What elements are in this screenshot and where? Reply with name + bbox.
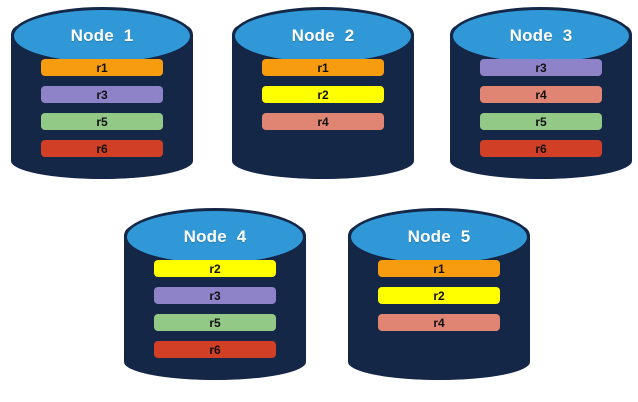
replica-bar[interactable]: r2 <box>154 260 276 277</box>
replica-bar[interactable]: r1 <box>262 59 384 76</box>
replica-bar[interactable]: r5 <box>480 113 602 130</box>
replica-bar[interactable]: r6 <box>480 140 602 157</box>
cylinder-bottom <box>232 151 414 179</box>
node-label: Node 1 <box>70 26 134 45</box>
node-cylinder-4[interactable]: Node 4 r2 r3 r5 r6 <box>124 208 306 388</box>
replica-bar[interactable]: r6 <box>41 140 163 157</box>
cylinder-bottom <box>348 352 530 380</box>
node-cylinder-1[interactable]: Node 1 r1 r3 r5 r6 <box>11 7 193 187</box>
replica-list: r1 r3 r5 r6 <box>41 59 163 157</box>
replica-bar[interactable]: r2 <box>378 287 500 304</box>
replica-bar[interactable]: r4 <box>262 113 384 130</box>
replica-bar[interactable]: r2 <box>262 86 384 103</box>
replica-list: r1 r2 r4 <box>378 260 500 331</box>
replica-bar[interactable]: r5 <box>41 113 163 130</box>
node-label: Node 2 <box>291 26 355 45</box>
replica-bar[interactable]: r3 <box>480 59 602 76</box>
node-cylinder-2[interactable]: Node 2 r1 r2 r4 <box>232 7 414 187</box>
replica-bar[interactable]: r4 <box>480 86 602 103</box>
replica-bar[interactable]: r3 <box>41 86 163 103</box>
node-label: Node 4 <box>183 227 247 246</box>
replica-bar[interactable]: r1 <box>41 59 163 76</box>
node-cylinder-5[interactable]: Node 5 r1 r2 r4 <box>348 208 530 388</box>
replica-bar[interactable]: r3 <box>154 287 276 304</box>
replica-list: r1 r2 r4 <box>262 59 384 130</box>
replica-bar[interactable]: r5 <box>154 314 276 331</box>
replica-bar[interactable]: r4 <box>378 314 500 331</box>
replica-bar[interactable]: r1 <box>378 260 500 277</box>
node-label: Node 5 <box>407 227 471 246</box>
node-cylinder-3[interactable]: Node 3 r3 r4 r5 r6 <box>450 7 632 187</box>
node-label: Node 3 <box>509 26 573 45</box>
replica-bar[interactable]: r6 <box>154 341 276 358</box>
replica-list: r3 r4 r5 r6 <box>480 59 602 157</box>
replica-list: r2 r3 r5 r6 <box>154 260 276 358</box>
